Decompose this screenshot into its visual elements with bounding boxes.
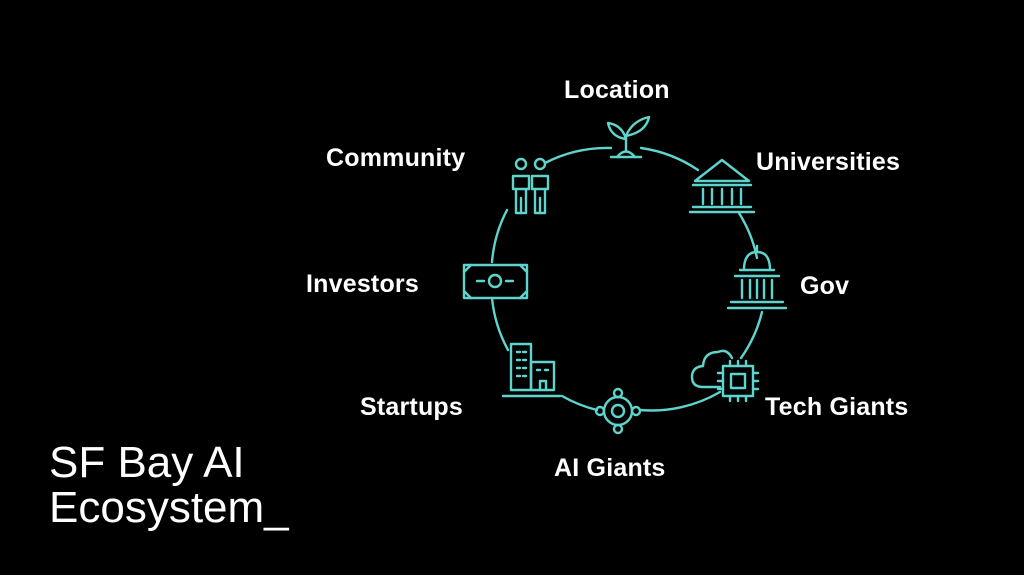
node-label-startups: Startups [360, 393, 464, 421]
capitol-dome-icon [726, 244, 788, 310]
node-label-universities: Universities [756, 148, 901, 176]
cloud-chip-icon [690, 349, 760, 403]
title-line-2: Ecosystem_ [49, 483, 289, 532]
node-label-tech-giants: Tech Giants [765, 393, 909, 421]
cycle-ring [490, 146, 764, 412]
title-line-1: SF Bay AI [49, 438, 245, 487]
two-people-icon [511, 157, 550, 215]
slide-title: SF Bay AI Ecosystem_ [49, 440, 289, 530]
node-label-investors: Investors [306, 270, 419, 298]
node-label-community: Community [326, 144, 466, 172]
node-label-gov: Gov [800, 272, 850, 300]
office-buildings-icon [501, 342, 562, 398]
network-hub-icon [594, 387, 642, 435]
node-label-ai-giants: AI Giants [554, 454, 666, 482]
sprout-icon [606, 115, 651, 159]
university-building-icon [688, 158, 756, 214]
node-label-location: Location [564, 76, 670, 104]
banknote-icon [462, 263, 529, 300]
